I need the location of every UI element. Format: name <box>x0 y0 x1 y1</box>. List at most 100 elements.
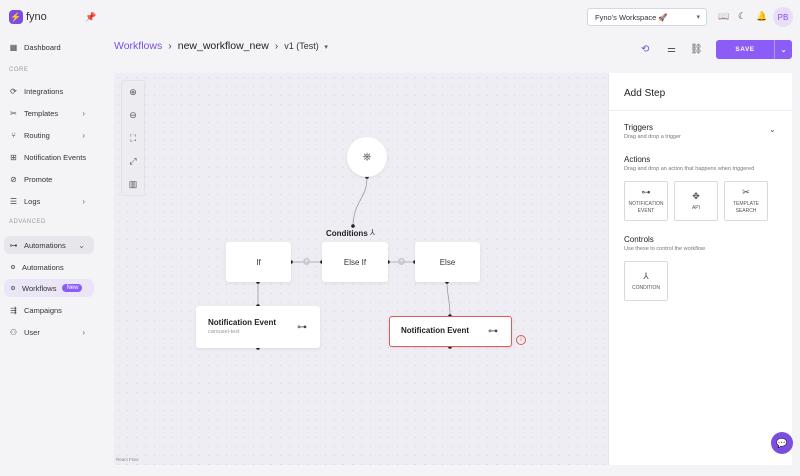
integrations-icon: ⟳ <box>10 86 17 96</box>
docs-icon[interactable]: 📖 <box>718 11 730 21</box>
event-node-title: Notification Event <box>208 318 277 327</box>
conditions-label: Conditions <box>326 229 368 238</box>
dashboard-icon: ▦ <box>9 42 18 52</box>
event-flow-icon: ⊶ <box>488 326 498 337</box>
bell-icon[interactable]: 🔔 <box>756 11 768 21</box>
brand-name: fyno <box>26 11 47 23</box>
webhook-icon: ⎈ <box>362 150 372 163</box>
zoom-in-icon[interactable]: ⊕ <box>129 87 137 97</box>
else-node[interactable]: Else <box>415 242 480 282</box>
save-button-label: SAVE <box>735 46 755 53</box>
else-if-node[interactable]: Else If <box>322 242 388 282</box>
chat-bubble-icon: 💬 <box>776 437 788 448</box>
breadcrumb: Workflows › new_workflow_new › v1 (Test)… <box>114 40 328 52</box>
chevron-right-icon: › <box>82 130 85 140</box>
chevron-right-icon: › <box>82 327 85 337</box>
minimap-icon[interactable]: ▥ <box>128 179 138 189</box>
actions-desc: Drag and drop an action that happens whe… <box>624 166 755 172</box>
sidebar-item-routing[interactable]: ⑂ Routing › <box>4 126 94 144</box>
automations-icon: ⊶ <box>9 240 18 250</box>
add-branch-icon[interactable]: + <box>303 258 310 265</box>
circle-icon <box>11 265 15 269</box>
sidebar-item-label: Campaigns <box>24 305 62 315</box>
workspace-name: Fyno's Workspace 🚀 <box>595 12 668 22</box>
sidebar-item-automations[interactable]: ⊶ Automations ⌄ <box>4 236 94 254</box>
breadcrumb-workflows-link[interactable]: Workflows <box>114 40 163 52</box>
panel-title: Add Step <box>624 88 666 99</box>
card-label: CONDITION <box>631 284 661 291</box>
user-icon: ⚇ <box>9 327 18 337</box>
chevron-right-icon: › <box>168 40 172 52</box>
sidebar-item-promote[interactable]: ⊘ Promote <box>4 170 94 188</box>
routing-icon: ⑂ <box>11 130 16 140</box>
canvas-controls: ⊕ ⊖ ⛶ ⤢ ▥ <box>121 80 145 196</box>
templates-icon: ✂ <box>10 108 17 118</box>
condition-branch-icon: ⅄ <box>643 270 649 281</box>
expand-icon[interactable]: ⤢ <box>129 156 137 166</box>
brand[interactable]: ⚡ fyno <box>9 10 47 24</box>
sidebar-item-campaigns[interactable]: ⇶ Campaigns <box>4 301 94 319</box>
sidebar-item-label: Promote <box>24 174 53 184</box>
chevron-down-icon: ⌄ <box>78 240 85 250</box>
add-step-panel: Add Step Triggers Drag and drop a trigge… <box>608 73 793 465</box>
chat-support-button[interactable]: 💬 <box>771 432 793 454</box>
sidebar-item-integrations[interactable]: ⟳ Integrations <box>4 82 94 100</box>
template-search-icon: ✂ <box>742 187 750 198</box>
controls-desc: Use these to control the workflow <box>624 246 706 252</box>
react-flow-attribution[interactable]: React Flow <box>116 457 139 462</box>
chevron-right-icon: › <box>274 40 279 52</box>
if-node[interactable]: If <box>226 242 291 282</box>
sidebar-item-dashboard[interactable]: ▦ Dashboard <box>4 38 94 56</box>
pin-icon[interactable]: 📌 <box>85 12 97 22</box>
sidebar-item-label: User <box>24 327 40 337</box>
circle-icon <box>11 286 15 290</box>
promote-icon: ⊘ <box>10 174 17 184</box>
section-label-core: CORE <box>9 67 29 73</box>
sidebar-item-label: Templates <box>24 108 59 118</box>
sidebar-item-templates[interactable]: ✂ Templates › <box>4 104 94 122</box>
sidebar-item-label: Notification Events <box>24 152 87 162</box>
campaigns-icon: ⇶ <box>10 305 17 315</box>
zoom-out-icon[interactable]: ⊖ <box>129 110 137 120</box>
sidebar-subitem-workflows[interactable]: Workflows New <box>4 279 94 297</box>
trigger-node[interactable]: ⎈ <box>347 137 387 177</box>
new-badge: New <box>62 284 83 292</box>
history-icon[interactable]: ⟲ <box>641 44 650 55</box>
dark-mode-icon[interactable]: ☾ <box>738 11 747 21</box>
breadcrumb-workflow-name: new_workflow_new <box>177 40 269 52</box>
event-node-subtitle: carousel-test <box>208 329 240 335</box>
panel-divider <box>609 110 793 111</box>
triggers-desc: Drag and drop a trigger <box>624 134 681 140</box>
settings-sliders-icon[interactable]: ⚌ <box>667 44 676 55</box>
chevron-down-icon[interactable]: ⌄ <box>780 46 787 54</box>
sidebar-subitem-automations[interactable]: Automations <box>4 258 94 276</box>
edge-else-event <box>446 281 451 317</box>
card-label: API <box>691 204 701 211</box>
sidebar-item-logs[interactable]: ☰ Logs › <box>4 192 94 210</box>
notification-event-node[interactable]: Notification Event carousel-test ⊶ <box>196 306 320 348</box>
sidebar-item-label: Automations <box>24 240 66 250</box>
error-info-icon[interactable]: i <box>516 335 526 345</box>
sidebar-item-user[interactable]: ⚇ User › <box>4 323 94 341</box>
version-select[interactable]: v1 (Test) ▾ <box>284 41 328 51</box>
add-branch-icon[interactable]: + <box>398 258 405 265</box>
sidebar: ⚡ fyno 📌 CORE ▦ Dashboard ⟳ Integrations… <box>0 0 100 476</box>
fit-view-icon[interactable]: ⛶ <box>129 133 137 143</box>
version-label: v1 (Test) <box>284 41 319 51</box>
triggers-title: Triggers <box>624 123 654 132</box>
fyno-logo-icon: ⚡ <box>9 10 23 24</box>
notification-event-node-error[interactable]: Notification Event ⊶ <box>389 316 512 347</box>
link-icon[interactable]: ⛓ <box>690 44 703 55</box>
save-button[interactable]: SAVE ⌄ <box>716 40 792 59</box>
avatar[interactable]: PB <box>773 7 793 27</box>
action-card-api[interactable]: ✥ API <box>674 181 718 221</box>
chevron-down-icon[interactable]: ⌄ <box>769 125 776 134</box>
sidebar-item-notification-events[interactable]: ⊞ Notification Events <box>4 148 94 166</box>
sidebar-item-label: Routing <box>24 130 50 140</box>
control-card-condition[interactable]: ⅄ CONDITION <box>624 261 668 301</box>
workspace-select[interactable]: Fyno's Workspace 🚀 ▾ <box>587 8 707 26</box>
actions-title: Actions <box>624 155 651 164</box>
